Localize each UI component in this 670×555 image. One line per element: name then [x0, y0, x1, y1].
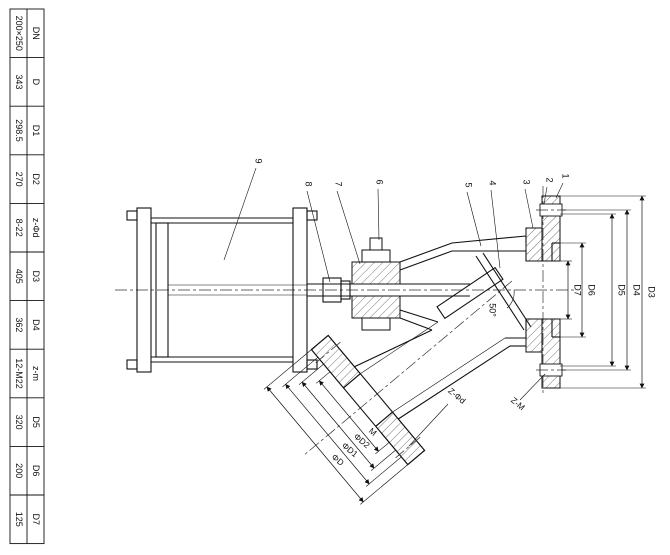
branch-dim-label-m: M — [367, 426, 379, 438]
table-cell-label: D6 — [31, 465, 41, 477]
table-cell-label: z-Φd — [31, 218, 41, 238]
flange-dimensions: D3 D4 D5 D6 D7 — [560, 195, 657, 389]
spec-table: 200×250 DN 343 D 298.5 D1 270 D2 8-22 z-… — [9, 8, 45, 545]
callout-1: 1 — [561, 173, 571, 178]
gland-nut — [361, 317, 391, 331]
table-cell-value: 298.5 — [14, 119, 24, 142]
table-cell-value: 405 — [14, 269, 24, 284]
table-cell-value: 200 — [14, 463, 24, 478]
dim-label-d3: D3 — [647, 286, 657, 298]
dim-label-d6: D6 — [587, 284, 597, 296]
table-cell-label: D — [31, 79, 41, 86]
callout-8: 8 — [304, 181, 314, 186]
dim-label-d5: D5 — [617, 284, 627, 296]
table-cell-value: 320 — [14, 415, 24, 430]
centerlines — [115, 186, 576, 457]
packing-gland — [351, 237, 401, 331]
angle-arc — [506, 289, 515, 309]
callout-2: 2 — [545, 177, 555, 182]
outlet-flange — [525, 195, 566, 389]
table-cell-label: D3 — [31, 271, 41, 283]
branch-bolts-label: Z-Φd — [446, 386, 468, 406]
stem-coupling — [340, 280, 351, 300]
callout-9: 9 — [254, 158, 264, 163]
callout-3: 3 — [522, 179, 532, 184]
branch-port — [310, 321, 511, 466]
table-cell-label: DN — [31, 27, 41, 40]
dim-label-d7: D7 — [573, 284, 583, 296]
main-bolts-label: Z-M — [509, 395, 527, 412]
seat-angle-label: 50° — [488, 303, 498, 317]
table-cell-label: z-m — [31, 366, 41, 381]
dim-label-d4: D4 — [632, 284, 642, 296]
callout-4: 4 — [488, 180, 498, 185]
table-cell-label: D7 — [31, 514, 41, 526]
tie-rod-nut — [126, 359, 138, 370]
seat — [436, 252, 532, 331]
table-cell-label: D4 — [31, 319, 41, 331]
tie-rod-nut — [306, 210, 318, 221]
callout-7: 7 — [334, 181, 344, 186]
table-cell-value: 125 — [14, 512, 24, 527]
part-callouts: 1 2 3 4 5 6 7 8 9 — [223, 158, 571, 283]
table-cell-value: 270 — [14, 172, 24, 187]
table-cell-label: D1 — [31, 125, 41, 137]
callout-5: 5 — [464, 182, 474, 187]
gland-nut — [361, 249, 391, 263]
table-cell-value: 343 — [14, 74, 24, 89]
callout-6: 6 — [375, 179, 385, 184]
table-cell-value: 12-M22 — [14, 358, 24, 389]
tie-rod-nut — [126, 210, 138, 221]
disc — [436, 266, 504, 320]
table-cell-label: D5 — [31, 416, 41, 428]
tie-rod-nut — [306, 359, 318, 370]
table-cell-value: 200×250 — [14, 16, 24, 51]
table-cell-label: D2 — [31, 173, 41, 185]
table-cell-value: 8-22 — [14, 219, 24, 237]
table-cell-value: 362 — [14, 317, 24, 332]
gland-bolt — [369, 237, 383, 251]
piston — [155, 222, 169, 358]
